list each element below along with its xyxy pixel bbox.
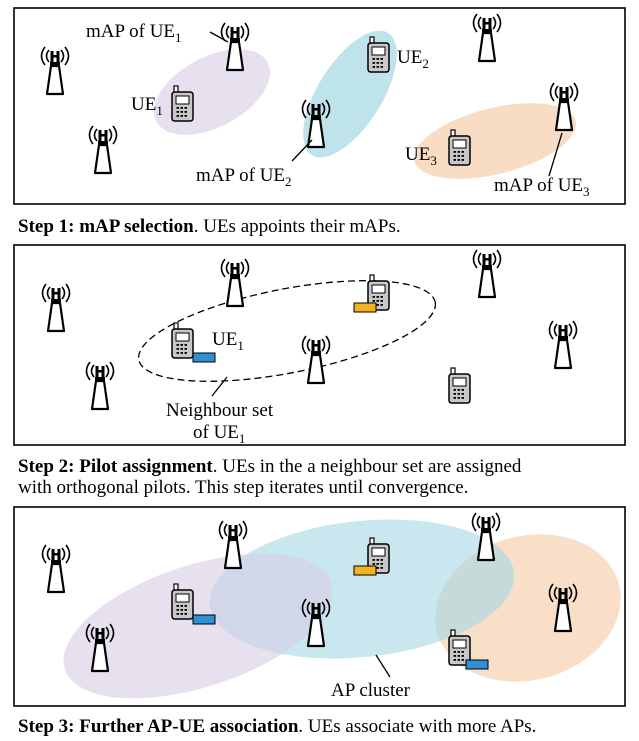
neighbour-set-label-line1: Neighbour set bbox=[166, 400, 274, 421]
ap-cluster-label: AP cluster bbox=[331, 680, 411, 701]
ue-phone-icon bbox=[448, 129, 471, 166]
ue-phone-icon bbox=[448, 367, 471, 404]
ue-phone-icon bbox=[171, 322, 194, 359]
caption-step-3: Step 3: Further AP-UE association. UEs a… bbox=[18, 716, 537, 737]
neighbour-set-ellipse bbox=[137, 280, 437, 382]
ue3-label: UE3 bbox=[405, 144, 437, 168]
map-ue1-pointer bbox=[209, 31, 229, 43]
caption-step-1: Step 1: mAP selection. UEs appoints thei… bbox=[18, 216, 401, 237]
pilot-orange-tag bbox=[353, 302, 377, 313]
neighbour-set-pointer bbox=[211, 376, 228, 397]
map-ue3-label: mAP of UE3 bbox=[494, 175, 590, 199]
pilot-blue-tag bbox=[192, 614, 216, 625]
neighbour-set-label-line2: of UE1 bbox=[193, 422, 245, 446]
pilot-orange-tag bbox=[353, 565, 377, 576]
ue-phone-icon bbox=[367, 36, 390, 73]
pilot-blue-tag bbox=[465, 659, 489, 670]
ue2-label: UE2 bbox=[397, 47, 429, 71]
ue1-label: UE1 bbox=[131, 94, 163, 118]
ue1-cluster-ellipse bbox=[63, 553, 333, 699]
map-ue2-pointer bbox=[291, 139, 313, 162]
ue-phone-icon bbox=[171, 583, 194, 620]
pilot-blue-tag bbox=[192, 352, 216, 363]
map-ue2-label: mAP of UE2 bbox=[196, 165, 292, 189]
panel2-ue1-label: UE1 bbox=[212, 329, 244, 353]
ue-phone-icon bbox=[171, 85, 194, 122]
ap-cluster-pointer bbox=[375, 654, 391, 678]
map-ue3-pointer bbox=[548, 132, 563, 177]
caption-step-2: Step 2: Pilot assignment. UEs in the a n… bbox=[18, 456, 522, 498]
map-ue1-label: mAP of UE1 bbox=[86, 21, 182, 45]
